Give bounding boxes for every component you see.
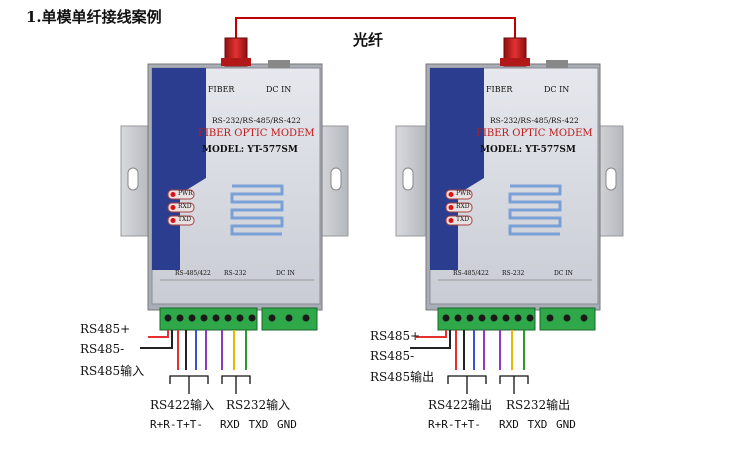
led-txd-label: TXD bbox=[178, 216, 192, 223]
term-group-2-label: RS-232 bbox=[502, 270, 525, 277]
modem-name: FIBER OPTIC MODEM bbox=[476, 128, 593, 139]
led-rxd-label: RXD bbox=[178, 203, 192, 210]
dc-in-top-label: DC IN bbox=[266, 85, 292, 94]
left-rs232-input: RS232输入 bbox=[226, 398, 291, 412]
brackets-right bbox=[447, 375, 529, 394]
right-rs422-pins: R+R-T+T- bbox=[428, 418, 481, 431]
modem-model: MODEL: YT-577SM bbox=[480, 145, 576, 155]
interfaces-label: RS-232/RS-485/RS-422 bbox=[490, 116, 579, 125]
right-rs232-output: RS232输出 bbox=[506, 398, 571, 412]
dc-in-top-label: DC IN bbox=[544, 85, 570, 94]
wires-left bbox=[140, 330, 247, 370]
interfaces-label: RS-232/RS-485/RS-422 bbox=[212, 116, 301, 125]
right-rs485-output: RS485输出 bbox=[370, 370, 435, 384]
right-rs232-pins: RXD TXD GND bbox=[499, 418, 576, 431]
right-rs485-minus: RS485- bbox=[370, 349, 415, 363]
brackets-left bbox=[169, 375, 251, 394]
fiber-cable bbox=[235, 17, 516, 42]
led-pwr-label: PWR bbox=[178, 190, 193, 197]
left-rs485-input: RS485输入 bbox=[80, 364, 145, 378]
fiber-label: 光纤 bbox=[353, 31, 384, 49]
wires-right bbox=[410, 330, 525, 370]
right-rs485-plus: RS485+ bbox=[370, 329, 421, 343]
led-pwr-label: PWR bbox=[456, 190, 471, 197]
term-group-1-label: RS-485/422 bbox=[175, 270, 211, 277]
term-group-3-label: DC IN bbox=[276, 270, 295, 277]
left-rs422-input: RS422输入 bbox=[150, 398, 215, 412]
left-rs485-minus: RS485- bbox=[80, 342, 125, 356]
modem-name: FIBER OPTIC MODEM bbox=[198, 128, 315, 139]
modem-right bbox=[395, 37, 624, 331]
term-group-3-label: DC IN bbox=[554, 270, 573, 277]
left-rs232-pins: RXD TXD GND bbox=[220, 418, 297, 431]
modem-left bbox=[120, 37, 349, 331]
page-title: 1.单模单纤接线案例 bbox=[26, 8, 162, 26]
led-rxd-label: RXD bbox=[456, 203, 470, 210]
led-txd-label: TXD bbox=[456, 216, 470, 223]
left-rs485-plus: RS485+ bbox=[80, 322, 131, 336]
left-rs422-pins: R+R-T+T- bbox=[150, 418, 203, 431]
term-group-2-label: RS-232 bbox=[224, 270, 247, 277]
fiber-port-label: FIBER bbox=[208, 85, 235, 94]
modem-model: MODEL: YT-577SM bbox=[202, 145, 298, 155]
fiber-port-label: FIBER bbox=[486, 85, 513, 94]
right-rs422-output: RS422输出 bbox=[428, 398, 493, 412]
term-group-1-label: RS-485/422 bbox=[453, 270, 489, 277]
